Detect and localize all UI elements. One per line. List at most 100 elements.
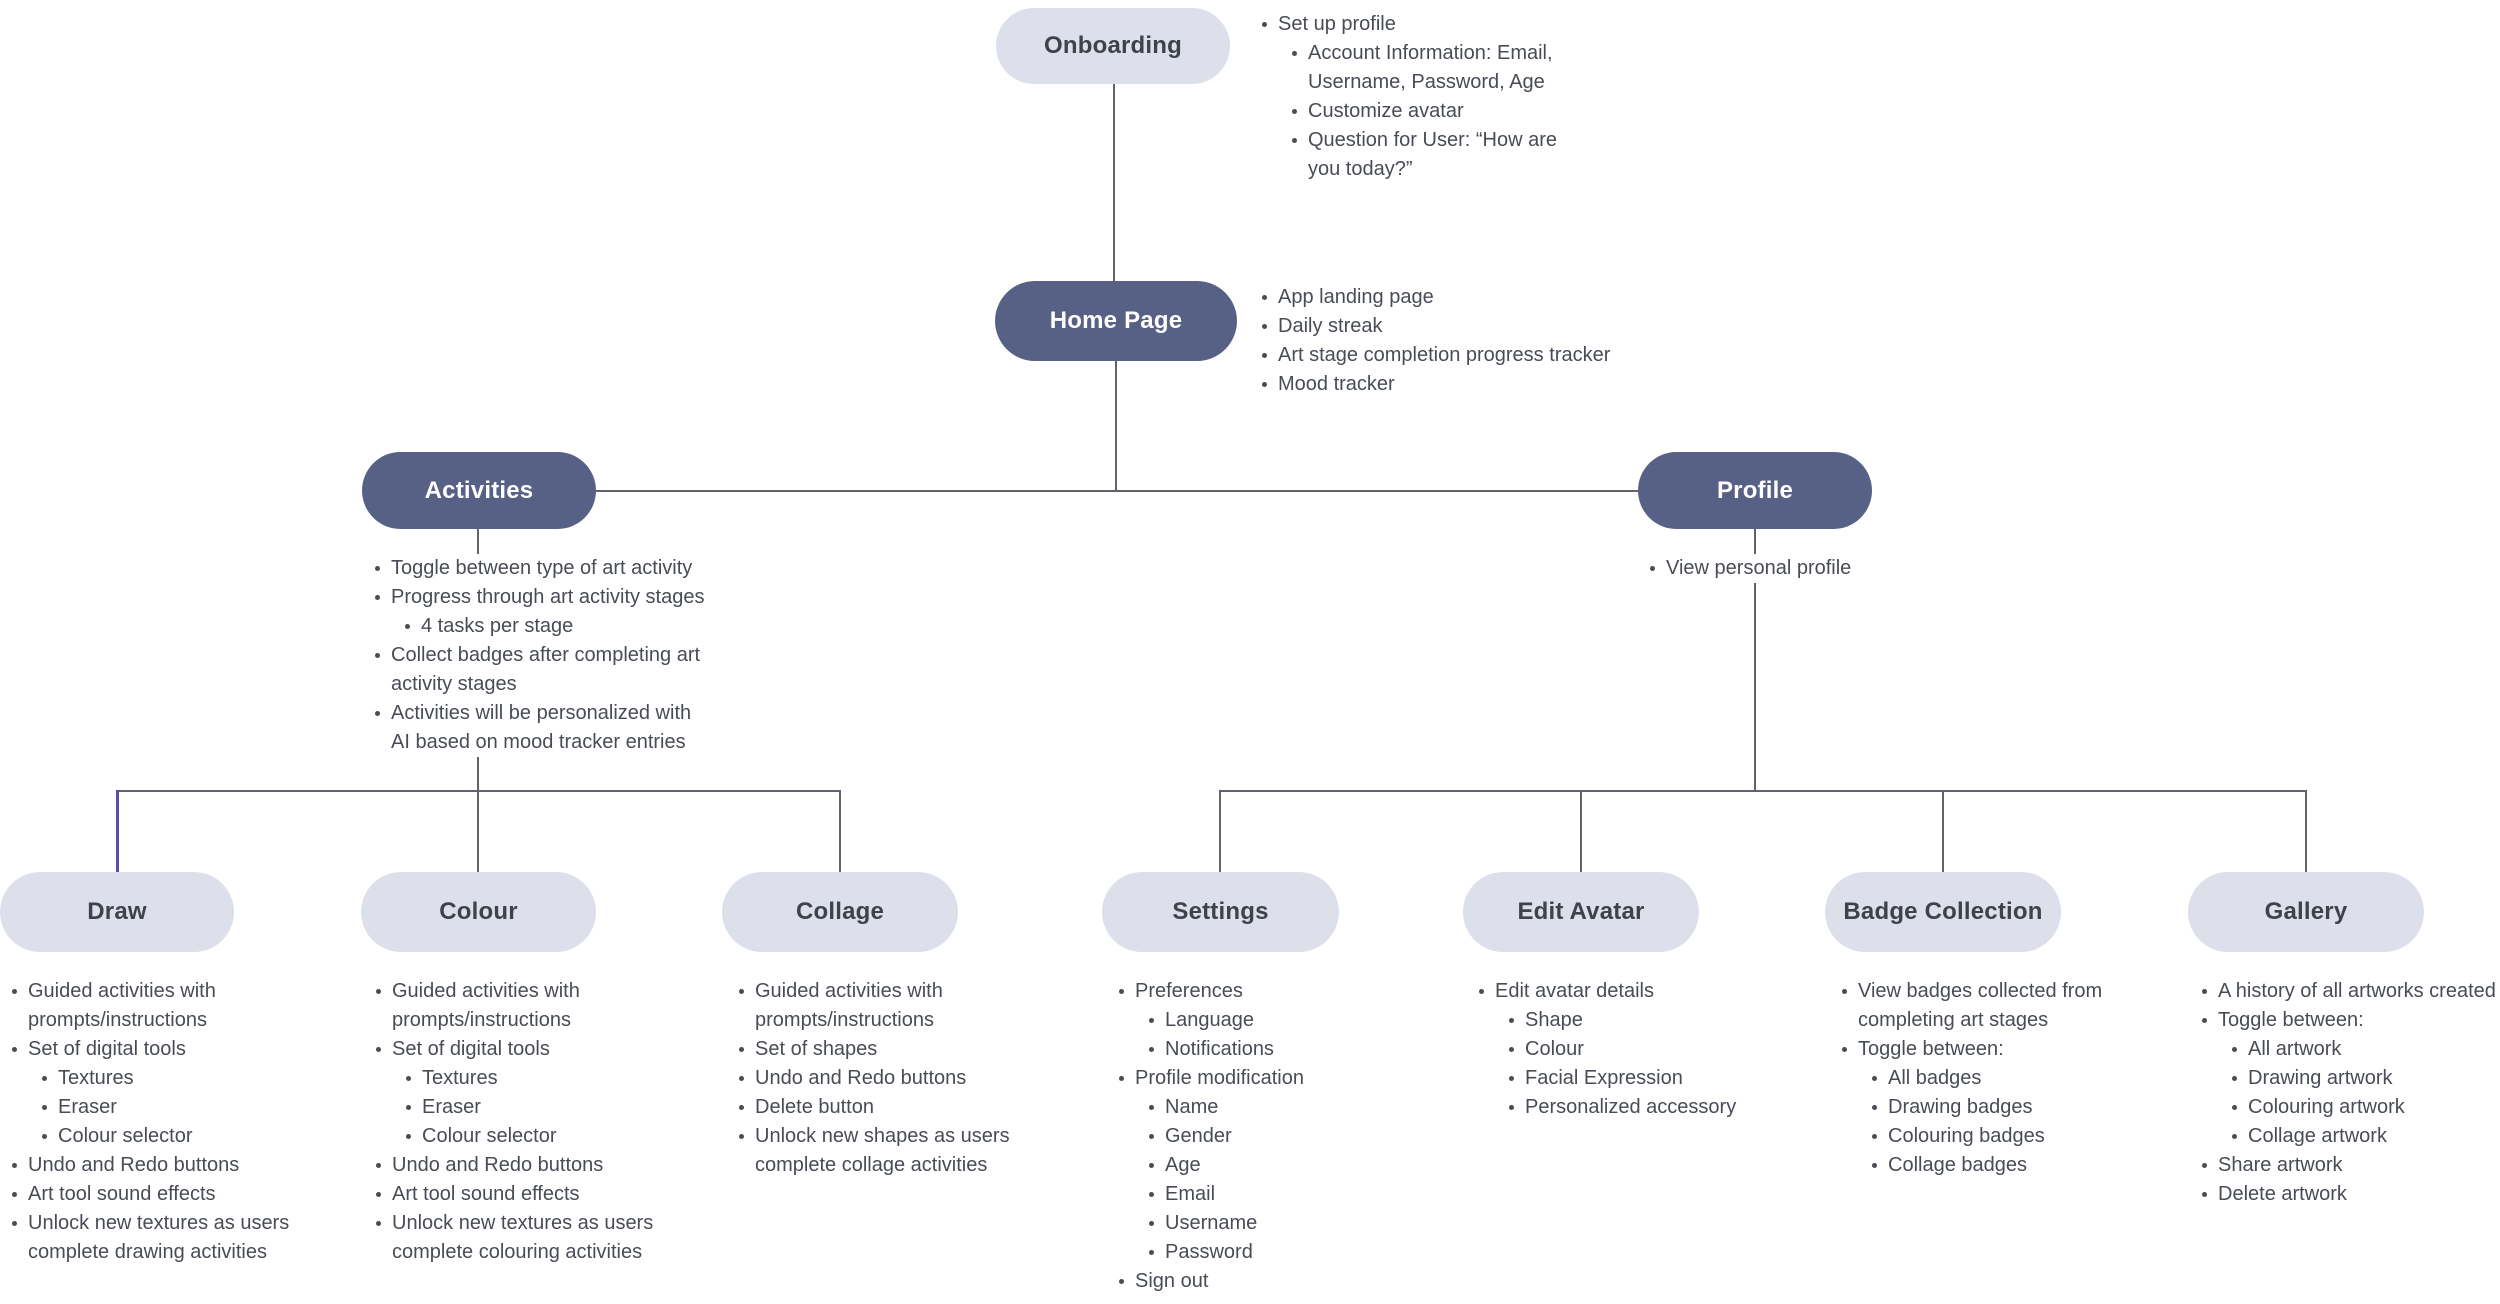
- bullet-text: Sign out: [1135, 1270, 1209, 1292]
- bullet-text: Set of digital tools: [392, 1038, 550, 1060]
- bullet-text: Unlock new textures as users: [28, 1212, 290, 1234]
- bullet-dot: [2202, 1192, 2207, 1197]
- bullet-text: Undo and Redo buttons: [392, 1154, 604, 1176]
- bullet-item: Sign out: [1115, 1267, 1304, 1296]
- bullet-text: Password: [1165, 1241, 1253, 1263]
- bullet-item: Name: [1145, 1093, 1304, 1122]
- bullet-item: Age: [1145, 1151, 1304, 1180]
- bullet-item: Colour selector: [402, 1122, 653, 1151]
- connector-home-junction: [1115, 361, 1117, 490]
- bullet-item: Set of shapes: [735, 1035, 1010, 1064]
- bullet-item: Art tool sound effects: [372, 1180, 653, 1209]
- bullet-dot: [1842, 989, 1847, 994]
- bullet-item: Colour: [1505, 1035, 1736, 1064]
- bullet-text: Set of shapes: [755, 1038, 878, 1060]
- bullet-item: Mood tracker: [1258, 370, 1610, 399]
- bullet-text: Eraser: [422, 1096, 481, 1118]
- node-settings[interactable]: Settings: [1102, 872, 1339, 952]
- bullet-text: complete drawing activities: [28, 1241, 267, 1263]
- bullet-item: Unlock new textures as users: [8, 1209, 289, 1238]
- node-badge-collection[interactable]: Badge Collection: [1825, 872, 2061, 952]
- bullet-text: Drawing artwork: [2248, 1067, 2393, 1089]
- bullet-item: Shape: [1505, 1006, 1736, 1035]
- node-profile-label: Profile: [1716, 476, 1794, 504]
- bullet-dot: [2232, 1047, 2237, 1052]
- node-draw[interactable]: Draw: [0, 872, 234, 952]
- bullet-dot: [1509, 1105, 1514, 1110]
- bullet-text: Colouring artwork: [2248, 1096, 2405, 1118]
- bullet-item: Drawing badges: [1868, 1093, 2102, 1122]
- bullet-dot: [1149, 1250, 1154, 1255]
- bullet-text: Edit avatar details: [1495, 980, 1654, 1002]
- bullet-item: Toggle between:: [1838, 1035, 2102, 1064]
- bullet-text: Undo and Redo buttons: [28, 1154, 240, 1176]
- bullet-dot: [376, 1192, 381, 1197]
- bullet-dot: [12, 1047, 17, 1052]
- bullet-text: Art stage completion progress tracker: [1278, 344, 1611, 366]
- bullet-dot: [2232, 1134, 2237, 1139]
- node-home-page[interactable]: Home Page: [995, 281, 1237, 361]
- bullet-item: A history of all artworks created: [2198, 977, 2496, 1006]
- bullet-text: you today?”: [1308, 158, 1413, 180]
- bullet-text: Unlock new shapes as users: [755, 1125, 1010, 1147]
- profile-notes: View personal profile: [1646, 554, 1876, 583]
- bullet-text: prompts/instructions: [755, 1009, 934, 1031]
- bullet-dot: [1149, 1047, 1154, 1052]
- bullet-item: 4 tasks per stage: [401, 612, 716, 641]
- node-profile[interactable]: Profile: [1638, 452, 1872, 529]
- bullet-text: Preferences: [1135, 980, 1243, 1002]
- bullet-dot: [739, 989, 744, 994]
- bullet-item: complete collage activities: [755, 1151, 1010, 1180]
- bullet-text: complete colouring activities: [392, 1241, 643, 1263]
- bullet-dot: [376, 1163, 381, 1168]
- bullet-item: Username: [1145, 1209, 1304, 1238]
- bullet-dot: [42, 1134, 47, 1139]
- connector-drop-edit-avatar: [1580, 790, 1582, 872]
- bullet-text: Language: [1165, 1009, 1254, 1031]
- bullet-text: Undo and Redo buttons: [755, 1067, 967, 1089]
- bullet-item: Art tool sound effects: [8, 1180, 289, 1209]
- bullet-item: completing art stages: [1858, 1006, 2102, 1035]
- bullet-item: Collage artwork: [2228, 1122, 2496, 1151]
- bullet-item: Set of digital tools: [8, 1035, 289, 1064]
- bullet-item: Toggle between type of art activity: [371, 554, 716, 583]
- bullet-dot: [406, 1076, 411, 1081]
- bullet-text: Textures: [58, 1067, 134, 1089]
- node-edit-avatar[interactable]: Edit Avatar: [1463, 872, 1699, 952]
- bullet-text: Toggle between:: [2218, 1009, 2364, 1031]
- bullet-text: AI based on mood tracker entries: [391, 731, 686, 753]
- node-colour-label: Colour: [439, 898, 518, 925]
- bullet-text: Collage badges: [1888, 1154, 2027, 1176]
- bullet-text: Delete button: [755, 1096, 874, 1118]
- bullet-dot: [1149, 1192, 1154, 1197]
- bullet-item: All artwork: [2228, 1035, 2496, 1064]
- bullet-dot: [1292, 138, 1297, 143]
- bullet-item: Username, Password, Age: [1308, 68, 1557, 97]
- bullet-item: Email: [1145, 1180, 1304, 1209]
- bullet-item: Undo and Redo buttons: [372, 1151, 653, 1180]
- bullet-item: Colour selector: [38, 1122, 289, 1151]
- bullet-item: App landing page: [1258, 283, 1610, 312]
- bullet-dot: [42, 1076, 47, 1081]
- node-onboarding[interactable]: Onboarding: [996, 8, 1230, 84]
- node-gallery[interactable]: Gallery: [2188, 872, 2424, 952]
- bullet-item: View personal profile: [1646, 554, 1876, 583]
- bullet-text: Mood tracker: [1278, 373, 1395, 395]
- bullet-dot: [375, 653, 380, 658]
- bullet-item: Preferences: [1115, 977, 1304, 1006]
- bullet-item: Collage badges: [1868, 1151, 2102, 1180]
- bullet-item: Edit avatar details: [1475, 977, 1736, 1006]
- node-collage[interactable]: Collage: [722, 872, 958, 952]
- bullet-text: Guided activities with: [392, 980, 580, 1002]
- bullet-text: All badges: [1888, 1067, 1982, 1089]
- bullet-text: Username: [1165, 1212, 1258, 1234]
- bullet-item: Language: [1145, 1006, 1304, 1035]
- node-activities[interactable]: Activities: [362, 452, 596, 529]
- bullet-text: completing art stages: [1858, 1009, 2049, 1031]
- node-colour[interactable]: Colour: [361, 872, 596, 952]
- bullet-dot: [1509, 1047, 1514, 1052]
